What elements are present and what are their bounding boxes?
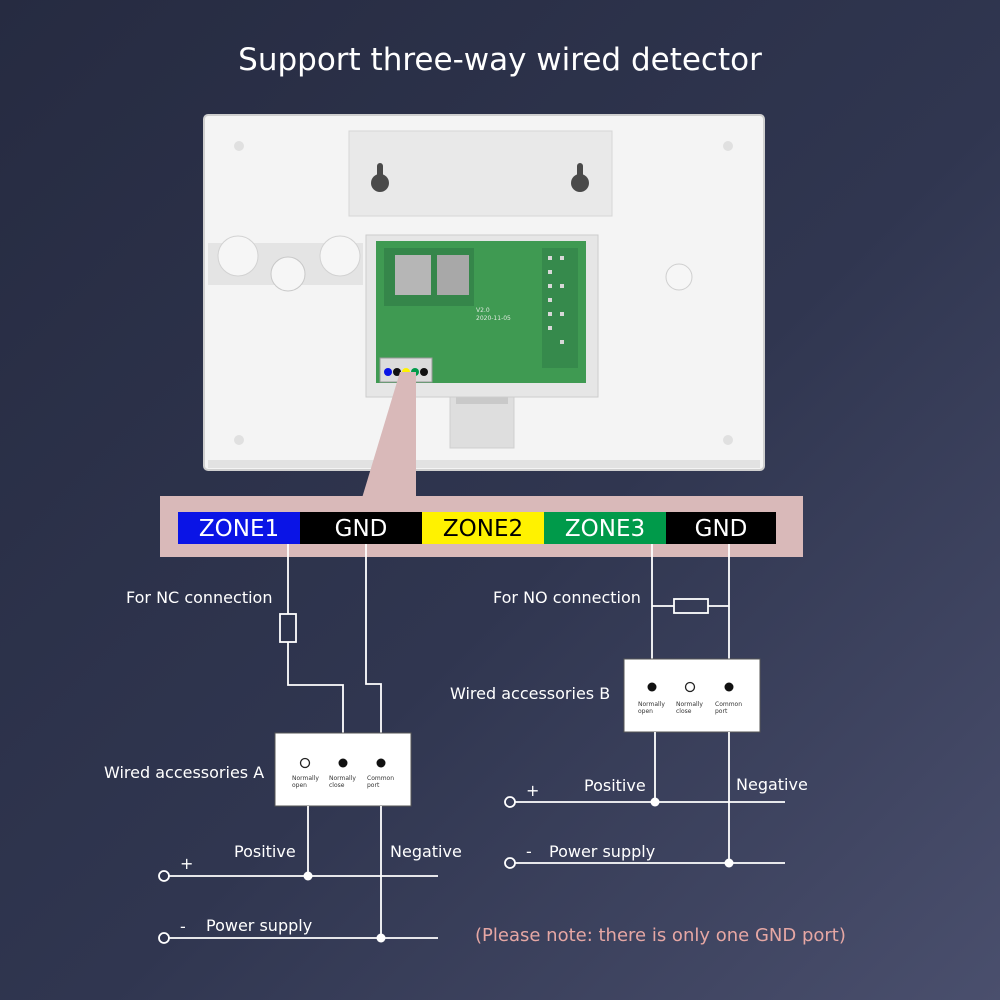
- minus-sign: -: [526, 842, 532, 861]
- junction: [650, 797, 660, 807]
- terminal-label: ZONE3: [565, 516, 645, 542]
- circuit-b: For NO connection Wired accessories B No…: [450, 544, 808, 869]
- terminal-gnd-1: GND: [300, 512, 422, 544]
- port-common-b: [724, 682, 734, 692]
- port-label: Common: [367, 775, 394, 782]
- port-label: Normally: [638, 701, 665, 708]
- alarm-panel-back: V2.0 2020-11-05: [203, 114, 765, 471]
- power-supply-label-a: Power supply: [206, 916, 312, 935]
- plus-sign: +: [526, 781, 539, 800]
- nc-connection-label: For NC connection: [126, 588, 272, 607]
- port-label: port: [367, 782, 380, 789]
- wired-accessory-a: [274, 732, 412, 807]
- terminal-label: ZONE1: [199, 516, 279, 542]
- terminal-zone1-0: ZONE1: [178, 512, 300, 544]
- plus-sign: +: [180, 854, 193, 873]
- page-title: Support three-way wired detector: [238, 42, 762, 78]
- terminal-positive-b: [504, 796, 516, 808]
- negative-label-b: Negative: [736, 775, 808, 794]
- resistor-a: [279, 613, 297, 643]
- positive-label-a: Positive: [234, 842, 296, 861]
- port-label: Normally: [676, 701, 703, 708]
- resistor-b: [673, 598, 709, 614]
- terminal-negative-b: [504, 857, 516, 869]
- negative-label-a: Negative: [390, 842, 462, 861]
- junction: [724, 858, 734, 868]
- terminal-positive-a: [158, 870, 170, 882]
- terminal-zone3-3: ZONE3: [544, 512, 666, 544]
- port-normally-close-a: [338, 758, 348, 768]
- terminal-strip: ZONE1 GND ZONE2 ZONE3 GND: [178, 512, 776, 544]
- port-normally-open-a: [299, 757, 311, 769]
- port-common-a: [376, 758, 386, 768]
- minus-sign: -: [180, 917, 186, 936]
- port-normally-open-b: [647, 682, 657, 692]
- terminal-negative-a: [158, 932, 170, 944]
- callout-pointer: [362, 372, 416, 498]
- port-label: Normally: [329, 775, 356, 782]
- port-label: open: [638, 708, 653, 715]
- power-supply-label-b: Power supply: [549, 842, 655, 861]
- terminal-zone2-2: ZONE2: [422, 512, 544, 544]
- port-label: close: [329, 782, 345, 789]
- terminal-cell: [178, 512, 300, 544]
- junction: [376, 933, 386, 943]
- terminal-cell: [544, 512, 666, 544]
- junction: [303, 871, 313, 881]
- port-label: open: [292, 782, 307, 789]
- wired-accessory-a-label: Wired accessories A: [104, 763, 264, 782]
- circuit-a: For NC connection Wired accessories A No…: [104, 544, 462, 944]
- terminal-cell: [666, 512, 776, 544]
- gnd-note: (Please note: there is only one GND port…: [475, 925, 846, 946]
- port-label: Common: [715, 701, 742, 708]
- wired-accessory-b: [623, 658, 761, 733]
- port-label: Normally: [292, 775, 319, 782]
- positive-label-b: Positive: [584, 776, 646, 795]
- terminal-label: ZONE2: [443, 516, 523, 542]
- terminal-cell: [422, 512, 544, 544]
- no-connection-label: For NO connection: [493, 588, 641, 607]
- terminal-label: GND: [335, 516, 388, 542]
- pcb-date: 2020-11-05: [476, 315, 511, 322]
- pcb-version: V2.0: [476, 307, 490, 314]
- terminal-gnd-4: GND: [666, 512, 776, 544]
- keyhole-right: [571, 163, 589, 192]
- wired-accessory-b-label: Wired accessories B: [450, 684, 610, 703]
- port-label: close: [676, 708, 692, 715]
- terminal-cell: [300, 512, 422, 544]
- port-normally-close-b: [684, 681, 696, 693]
- terminal-label: GND: [695, 516, 748, 542]
- keyhole-left: [371, 163, 389, 192]
- port-label: port: [715, 708, 728, 715]
